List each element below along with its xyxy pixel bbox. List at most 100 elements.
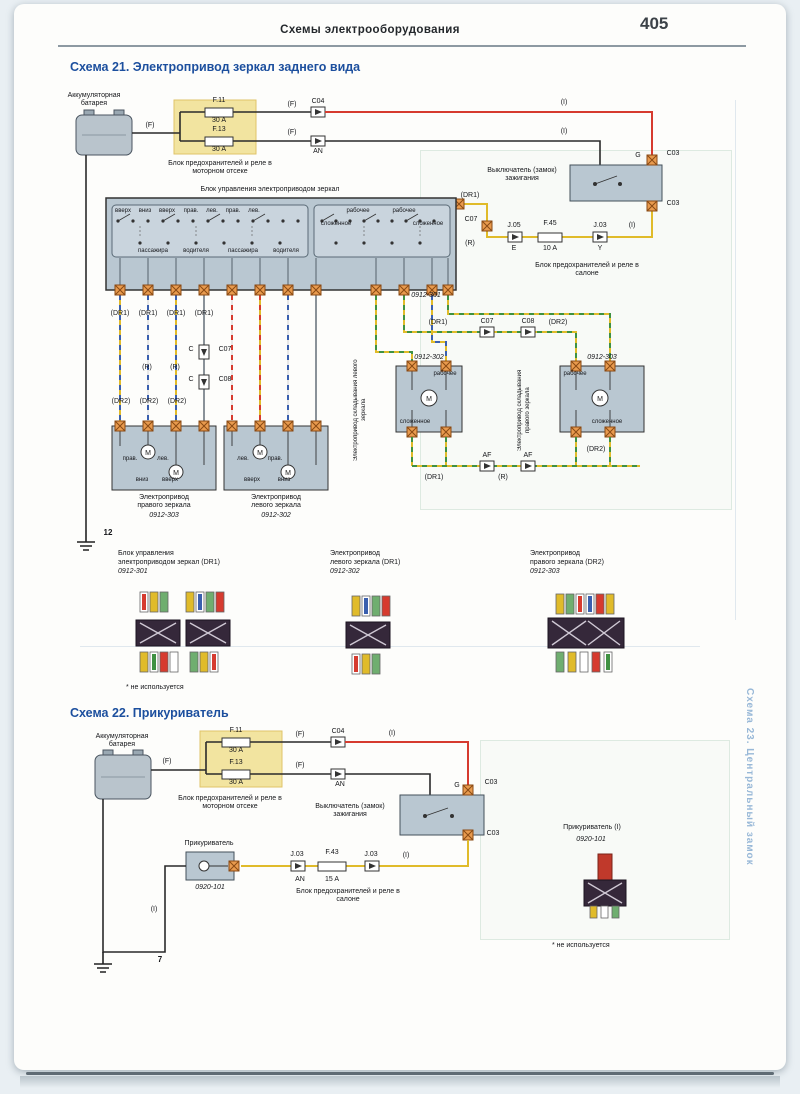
- not-used-note-s22: * не используется: [552, 942, 610, 949]
- motor-m: M: [173, 470, 179, 477]
- unit-code-301: 0912-301: [411, 292, 441, 299]
- fold-right-code: 0912-303: [587, 354, 617, 361]
- page-bottom-shadow: [20, 1076, 780, 1088]
- mirror-down-label: вниз: [277, 477, 291, 483]
- connector-c08-label: C08: [521, 318, 535, 325]
- fuse-f13-amp-s22: 30 A: [228, 779, 243, 786]
- mirror-pin: [170, 420, 182, 432]
- section-title-21: Схема 21. Электропривод зеркал заднего в…: [70, 60, 361, 74]
- mirror-pin: [142, 420, 154, 432]
- fold-pin: [604, 426, 616, 438]
- switch-right-label: прав.: [225, 208, 241, 214]
- connector-c03-bottom-icon: [646, 200, 658, 212]
- connector-c03-label: C03: [666, 200, 680, 207]
- connector-an-icon: [310, 135, 326, 147]
- wire-label-dr2: (DR2): [548, 319, 568, 326]
- wire-label-i: (I): [388, 730, 396, 737]
- connector-af-icon: [479, 460, 495, 472]
- wire-label-f: (F): [145, 122, 155, 129]
- mirror-pin: [282, 420, 294, 432]
- switch-working-label: рабочее: [392, 208, 416, 214]
- mirror-pin: [114, 420, 126, 432]
- bleedthrough-line: [735, 100, 736, 620]
- fold-left-label: Электропривод складывания левого зеркала: [353, 359, 368, 461]
- left-mirror-code: 0912-302: [261, 512, 291, 519]
- lighter-feed-wire: [241, 840, 469, 867]
- switch-down-label: вниз: [138, 208, 152, 214]
- connector-an-icon-s22: [330, 768, 346, 780]
- lighter-connector-photo: [583, 853, 627, 919]
- wire-label-r: (R): [142, 364, 152, 371]
- left-mirror-label: Электропривод левого зеркала: [251, 494, 301, 510]
- connector-c04-icon: [310, 106, 326, 118]
- fold-pin: [570, 360, 582, 372]
- black-feed-wire: [325, 140, 601, 165]
- wire-label-f: (F): [287, 129, 297, 136]
- pinout2-title-line2: левого зеркала (DR1): [330, 559, 401, 566]
- engine-fusebox-label-s22: Блок предохранителей и реле в моторном о…: [178, 795, 282, 811]
- lighter-connector-code: 0920-101: [576, 836, 606, 843]
- connector-c-label: C: [188, 346, 194, 353]
- wire-label-r: (R): [465, 240, 475, 247]
- connector-c-label: C: [188, 376, 194, 383]
- section-title-22: Схема 22. Прикуриватель: [70, 706, 229, 720]
- pinout3-title-line2: правого зеркала (DR2): [530, 559, 604, 566]
- connector-af-icon: [520, 460, 536, 472]
- page-header: Схемы электрооборудования: [280, 24, 460, 36]
- connector-c03-label: C03: [666, 150, 680, 157]
- fold-pin: [406, 426, 418, 438]
- battery-feed-wire-s22: [151, 741, 331, 775]
- motor-m: M: [257, 450, 263, 457]
- fuse-f11-label: F.11: [212, 97, 226, 104]
- wire-label-i: (I): [150, 906, 158, 913]
- left-mirror-box: [223, 425, 329, 491]
- connector-j05-label: J.05: [507, 222, 521, 229]
- wire-label-r: (R): [170, 364, 180, 371]
- wire-label-dr1: (DR1): [110, 310, 130, 317]
- connector-c07-label: C07: [480, 318, 494, 325]
- ground-number-12: 12: [103, 528, 113, 537]
- battery-icon: [75, 109, 133, 156]
- connector-c03-bottom-icon-s22: [462, 829, 474, 841]
- fold-pin: [406, 360, 418, 372]
- connector-c07-label: C07: [464, 216, 478, 223]
- lighter-label: Прикуриватель: [184, 840, 234, 847]
- bleedthrough-vertical-text: Схема 23. Центральный замок: [744, 688, 755, 866]
- fold-pin: [604, 360, 616, 372]
- connector-c08-mid-icon: [198, 374, 210, 390]
- fold-left-code: 0912-302: [414, 354, 444, 361]
- fuse-f43-amp: 15 A: [324, 876, 339, 883]
- ignition-switch-box: [569, 164, 663, 202]
- switch-working-label: рабочее: [346, 208, 370, 214]
- connector-j03-label-s22: J.03: [364, 851, 378, 858]
- fuse-f13-icon: [204, 136, 234, 147]
- fuse-f13-icon-s22: [221, 769, 251, 780]
- fold-working-label: рабочее: [563, 371, 587, 377]
- s21-diagram: M M M M M M: [75, 99, 663, 675]
- battery-icon-s22: [94, 749, 152, 800]
- switch-passenger-label: пассажира: [138, 248, 168, 254]
- connector-an-label-s22: AN: [295, 876, 305, 883]
- wire-label-dr1: (DR1): [424, 474, 444, 481]
- wire-label-i: (I): [560, 128, 568, 135]
- fuse-f45-amp: 10 A: [542, 245, 557, 252]
- mirror-right-label: прав.: [267, 456, 283, 462]
- wire-label-dr2: (DR2): [167, 398, 187, 405]
- connector-j03-label-s22: J.03: [290, 851, 304, 858]
- battery-label-s22: Аккумуляторная батарея: [95, 733, 149, 749]
- left-mirror-harness: [119, 295, 317, 426]
- ignition-label: Выключатель (замок) зажигания: [487, 167, 557, 183]
- s22-diagram: [93, 730, 627, 973]
- ground-number-7: 7: [157, 955, 163, 964]
- ignition-label-s22: Выключатель (замок) зажигания: [315, 803, 385, 819]
- mirror-pin: [226, 420, 238, 432]
- fuse-f11-amp: 30 A: [211, 117, 226, 124]
- fuse-f45-label: F.45: [543, 220, 557, 227]
- pinout1-title-line1: Блок управления: [118, 550, 174, 557]
- ground-icon-s22: [93, 951, 113, 973]
- mirror-left-label: лев.: [157, 456, 169, 462]
- fuse-f11-icon-s22: [221, 737, 251, 748]
- header-rule: [58, 45, 746, 47]
- connector-af-label: AF: [482, 452, 492, 459]
